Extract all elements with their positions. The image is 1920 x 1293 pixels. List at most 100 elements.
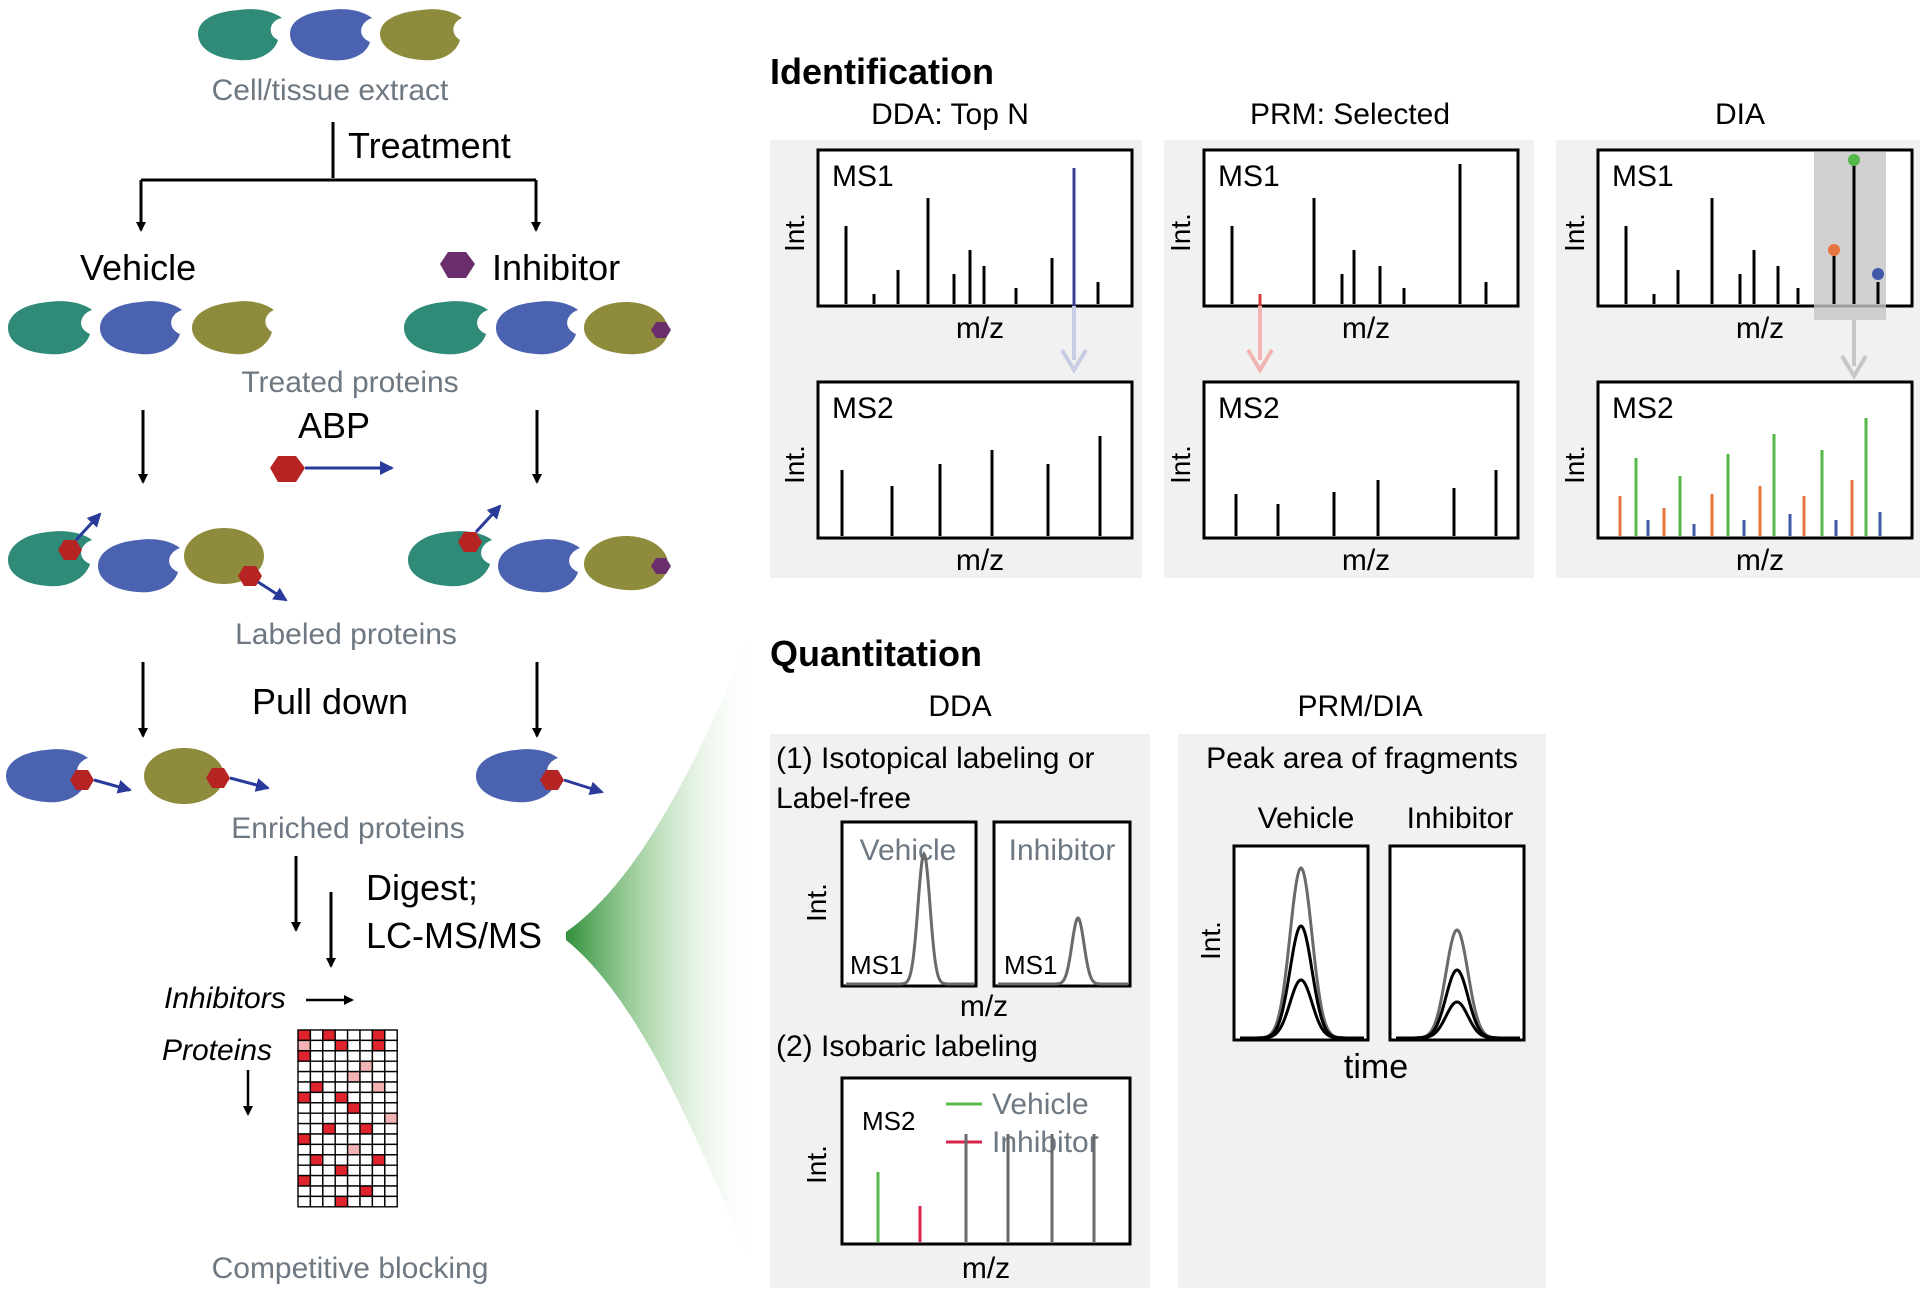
- isolation-window: [1814, 152, 1886, 320]
- treatment-label: Treatment: [348, 125, 511, 166]
- xlabel: m/z: [956, 312, 1004, 345]
- isotopic-labeling-label: (1) Isotopical labeling or: [776, 742, 1095, 775]
- heatmap-cell: [322, 1154, 336, 1166]
- heatmap-cell: [371, 1060, 386, 1073]
- vehicle-frame-label: Vehicle: [860, 834, 957, 867]
- heatmap-cell: [297, 1081, 312, 1094]
- heatmap-cell: [384, 1185, 398, 1198]
- dda-ms1-peaks: [844, 198, 1100, 304]
- heatmap-cell: [371, 1091, 386, 1104]
- legend-inhibitor: Inhibitor: [992, 1126, 1099, 1159]
- heatmap-cell: [322, 1070, 336, 1083]
- heatmap-cell: [371, 1185, 386, 1198]
- xlabel: m/z: [1736, 312, 1784, 345]
- heatmap-cell: [346, 1081, 361, 1094]
- heatmap-cell: [359, 1039, 374, 1052]
- heatmap-cell: [309, 1122, 324, 1135]
- heatmap-cell: [346, 1039, 361, 1052]
- heatmap-cell: [334, 1091, 349, 1104]
- enriched-proteins: [6, 748, 604, 804]
- heatmap-cell: [334, 1122, 349, 1135]
- heatmap-cell: [346, 1060, 361, 1073]
- heatmap-cell: [297, 1195, 312, 1208]
- heatmap-cell: [371, 1164, 386, 1177]
- heatmap-cell: [334, 1185, 349, 1198]
- heatmap-cell: [384, 1081, 398, 1094]
- heatmap-cell: [359, 1133, 374, 1146]
- heatmap-cell: [297, 1185, 312, 1198]
- heatmap-cell: [346, 1070, 361, 1083]
- ylabel: Int.: [1195, 921, 1226, 960]
- heatmap-cell: [346, 1029, 361, 1042]
- legend-vehicle: Vehicle: [992, 1088, 1089, 1121]
- heatmap-cell: [309, 1060, 324, 1073]
- heatmap-cell: [322, 1112, 336, 1125]
- heatmap-cell: [297, 1070, 312, 1083]
- ylabel: Int.: [801, 883, 832, 922]
- isobaric-peaks: [876, 1134, 1096, 1242]
- identification-heading: Identification: [770, 51, 994, 92]
- dda-quant-title: DDA: [928, 690, 991, 723]
- heatmap-cell: [346, 1050, 361, 1062]
- vehicle-ms1-peak: [846, 850, 974, 986]
- heatmap-cell: [297, 1143, 312, 1156]
- inhibitor-label: Inhibitor: [1407, 802, 1514, 835]
- heatmap-cell: [359, 1050, 374, 1062]
- heatmap-cell: [384, 1070, 398, 1083]
- heatmap-cell: [322, 1060, 336, 1073]
- treated-label: Treated proteins: [241, 366, 458, 399]
- heatmap-cell: [322, 1102, 336, 1114]
- heatmap-cell: [297, 1050, 312, 1062]
- heatmap-cell: [384, 1122, 398, 1135]
- prm-quant-title: PRM/DIA: [1297, 690, 1422, 723]
- heatmap-cell: [384, 1102, 398, 1114]
- heatmap-cell: [371, 1070, 386, 1083]
- heatmap-cell: [384, 1039, 398, 1052]
- prm-panel: PRM: Selected MS1 Int. m/z MS2 Int. m/z: [1164, 98, 1534, 578]
- inhibitor-frame-label: Inhibitor: [1009, 834, 1116, 867]
- labeled-label: Labeled proteins: [235, 618, 457, 651]
- heatmap-cell: [334, 1143, 349, 1156]
- ms1-label: MS1: [850, 950, 903, 980]
- ylabel: Int.: [801, 1145, 832, 1184]
- heatmap-cell: [359, 1091, 374, 1104]
- heatmap-cell: [334, 1164, 349, 1177]
- heatmap-cell: [384, 1029, 398, 1042]
- heatmap-cell: [346, 1195, 361, 1208]
- heatmap-cell: [384, 1050, 398, 1062]
- dia-ms2-peaks: [1618, 418, 1882, 536]
- heatmap-cell: [346, 1174, 361, 1187]
- ms1-label: MS1: [1612, 160, 1674, 193]
- heatmap-cell: [297, 1122, 312, 1135]
- heatmap-cell: [371, 1112, 386, 1125]
- dda-panel: DDA: Top N MS1 Int. m/z MS2 Int. m/z: [770, 98, 1142, 578]
- heatmap-cell: [371, 1102, 386, 1114]
- ylabel: Int.: [1165, 445, 1196, 484]
- ms2-label: MS2: [862, 1106, 915, 1136]
- heatmap-cell: [309, 1195, 324, 1208]
- heatmap-cell: [384, 1060, 398, 1073]
- prm-ms2-frame: [1202, 380, 1520, 540]
- heatmap-cell: [371, 1039, 386, 1052]
- heatmap-cell: [309, 1112, 324, 1125]
- heatmap-cell: [334, 1050, 349, 1062]
- vehicle-label: Vehicle: [1258, 802, 1355, 835]
- dda-panel-title: DDA: Top N: [871, 98, 1029, 131]
- prm-ms2-peaks: [1234, 470, 1498, 536]
- heatmap-cell: [359, 1112, 374, 1125]
- vehicle-label: Vehicle: [80, 247, 196, 288]
- heatmap-cell: [309, 1102, 324, 1114]
- label-free-label: Label-free: [776, 782, 911, 815]
- heatmap-cell: [297, 1154, 312, 1166]
- heatmap-cell: [359, 1154, 374, 1166]
- heatmap-cell: [359, 1102, 374, 1114]
- protein-olive: [380, 9, 462, 61]
- heatmap-cell: [346, 1091, 361, 1104]
- labeled-proteins: [8, 504, 671, 602]
- heatmap-cell: [309, 1081, 324, 1094]
- heatmap-cell: [359, 1070, 374, 1083]
- heatmap-cell: [359, 1060, 374, 1073]
- heatmap-cell: [371, 1195, 386, 1208]
- heatmap-cell: [371, 1154, 386, 1166]
